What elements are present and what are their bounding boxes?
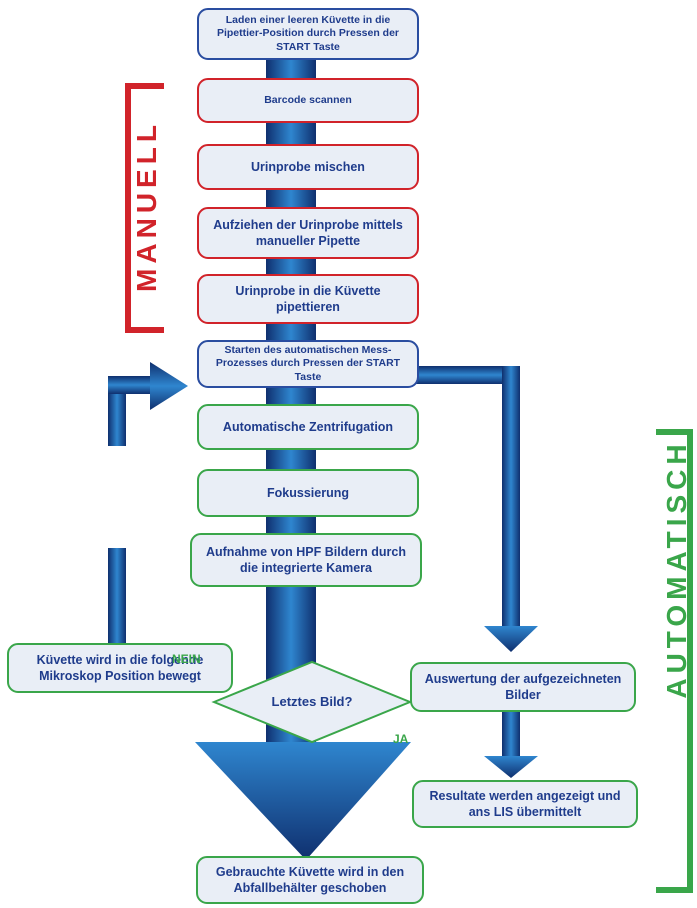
step-dispose-cuvette: Gebrauchte Küvette wird in den Abfallbeh… [196,856,424,904]
step-pipette-sample: Urinprobe in die Küvette pipettieren [197,274,419,324]
automatic-label: AUTOMATISCH [661,439,692,699]
branch-no-label: NEIN [172,652,201,666]
step-capture-images: Aufnahme von HPF Bildern durch die integ… [190,533,422,587]
eval-down-bar [502,366,520,630]
step-aspirate-sample: Aufziehen der Urinprobe mittels manuelle… [197,207,419,259]
step-focusing: Fokussierung [197,469,419,517]
step-evaluate-images: Auswertung der aufgezeichneten Bilder [410,662,636,712]
step-move-cuvette: Küvette wird in die folgende Mikroskop P… [7,643,233,693]
eval-to-results-bar [502,712,520,760]
eval-top-bar [416,366,520,384]
automatic-bracket [656,429,693,893]
step-load-cuvette: Laden einer leeren Küvette in die Pipett… [197,8,419,60]
step-start-measurement: Starten des automatischen Mess-Prozesses… [197,340,419,388]
loop-arrowhead [150,362,188,410]
eval-arrowhead [484,626,538,652]
manual-bracket [125,83,164,333]
step-scan-barcode: Barcode scannen [197,78,419,123]
branch-yes-label: JA [393,732,409,746]
loop-top-bar [108,376,154,394]
step-show-results: Resultate werden angezeigt und ans LIS ü… [412,780,638,828]
main-arrowhead [195,742,411,860]
step-centrifugation: Automatische Zentrifugation [197,404,419,450]
decision-label: Letztes Bild? [271,694,353,709]
manual-label: MANUELL [131,120,162,292]
results-arrowhead [484,756,538,778]
step-mix-sample: Urinprobe mischen [197,144,419,190]
